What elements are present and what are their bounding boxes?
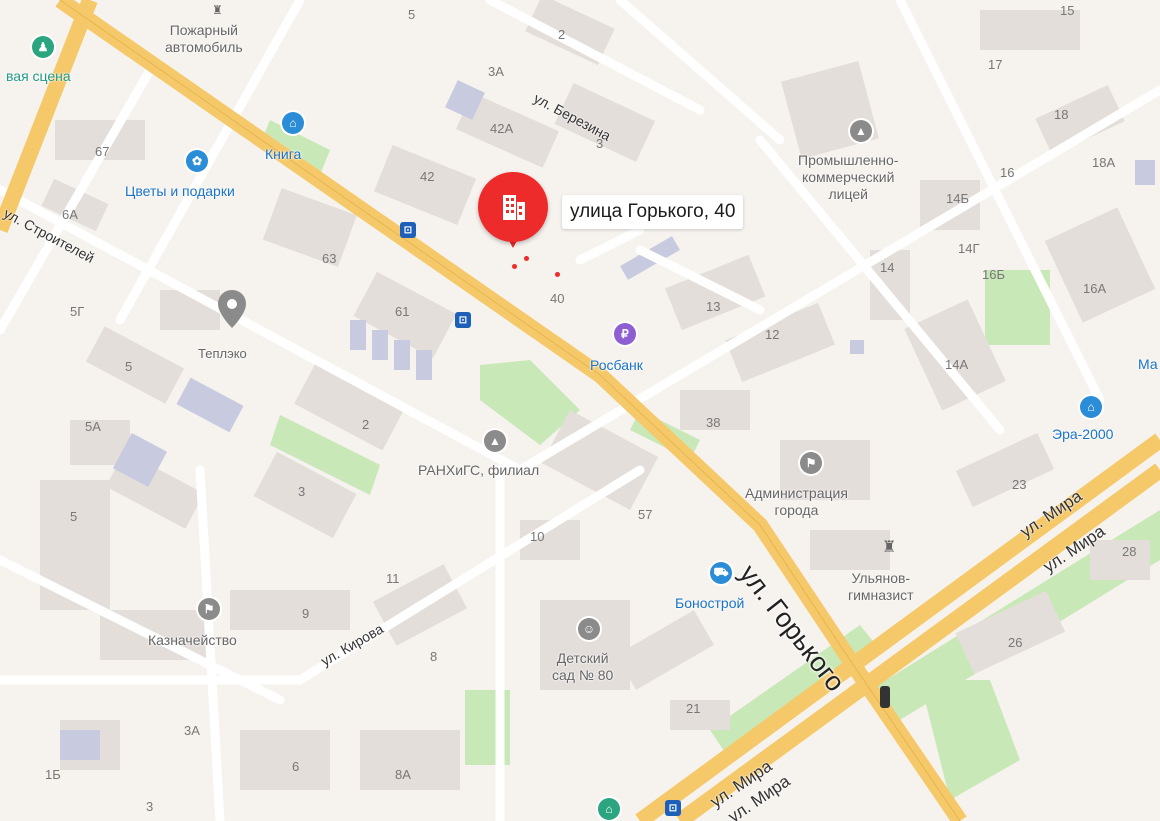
house-number: 2 bbox=[362, 417, 370, 432]
house-number: 8А bbox=[395, 767, 411, 782]
house-number: 40 bbox=[550, 291, 565, 306]
poi-label-cvety[interactable]: Цветы и подарки bbox=[125, 183, 235, 199]
poi-label-ranhigs[interactable]: РАНХиГС, филиал bbox=[418, 462, 540, 478]
house-number: 16А bbox=[1083, 281, 1107, 296]
house-number: 18 bbox=[1054, 107, 1069, 122]
poi-label-detsad[interactable]: Детский сад № 80 bbox=[552, 650, 614, 683]
house-number: 67 bbox=[95, 144, 110, 159]
flag-icon[interactable]: ⚑ bbox=[800, 452, 822, 474]
monument-icon: ♜ bbox=[212, 3, 223, 17]
house-number: 12 bbox=[765, 327, 780, 342]
poi-label-ma[interactable]: Ма bbox=[1138, 356, 1158, 372]
house-number: 16 bbox=[1000, 165, 1015, 180]
house-number: 3 bbox=[596, 136, 604, 151]
house-number: 63 bbox=[322, 251, 337, 266]
house-number: 15 bbox=[1060, 3, 1075, 18]
poi-label-ulyanov[interactable]: Ульянов- гимназист bbox=[848, 570, 914, 603]
theatre-icon[interactable]: ♟ bbox=[32, 36, 54, 58]
house-number: 5 bbox=[70, 509, 78, 524]
house-number: 16Б bbox=[982, 267, 1005, 282]
shop-bag-icon[interactable]: ⌂ bbox=[1080, 396, 1102, 418]
building-icon bbox=[503, 195, 525, 220]
house-number: 17 bbox=[988, 57, 1003, 72]
kindergarten-icon[interactable]: ☺ bbox=[578, 618, 600, 640]
house-number: 13 bbox=[706, 299, 721, 314]
house-number: 3 bbox=[146, 799, 154, 814]
bus-stop-icon[interactable]: ⊡ bbox=[400, 222, 416, 238]
house-number: 18А bbox=[1092, 155, 1116, 170]
house-number: 14А bbox=[945, 357, 969, 372]
education-icon[interactable]: ▲ bbox=[484, 430, 506, 452]
house-number: 1Б bbox=[45, 767, 61, 782]
house-number: 5Г bbox=[70, 304, 85, 319]
cart-icon[interactable]: ⛟ bbox=[710, 562, 732, 584]
house-number: 10 bbox=[530, 529, 545, 544]
house-number: 28 bbox=[1122, 544, 1137, 559]
poi-label-bonostroy[interactable]: Боностpой bbox=[675, 595, 745, 611]
house-number: 2 bbox=[558, 27, 566, 42]
poi-label-admin[interactable]: Администрация города bbox=[745, 485, 848, 518]
house-number: 5 bbox=[408, 7, 416, 22]
house-number: 42А bbox=[490, 121, 514, 136]
shop-bag-icon[interactable]: ⌂ bbox=[282, 112, 304, 134]
poi-label-kaznach[interactable]: Казначейство bbox=[148, 632, 237, 648]
marker-dot bbox=[512, 264, 517, 269]
marker-head bbox=[478, 172, 548, 242]
selected-place-marker[interactable] bbox=[478, 172, 548, 262]
house-number: 26 bbox=[1008, 635, 1023, 650]
poi-label-licey[interactable]: Промышленно- коммерческий лицей bbox=[798, 152, 899, 202]
house-number: 42 bbox=[420, 169, 435, 184]
house-number: 21 bbox=[686, 701, 701, 716]
house-number: 9 bbox=[302, 606, 310, 621]
monument-icon[interactable]: ♜ bbox=[882, 539, 897, 556]
poi-label-pozharny[interactable]: Пожарный автомобиль bbox=[165, 22, 243, 55]
house-number: 57 bbox=[638, 507, 653, 522]
location-pin-icon[interactable] bbox=[218, 290, 246, 328]
bank-icon[interactable]: ₽ bbox=[614, 323, 636, 345]
house-number: 23 bbox=[1012, 477, 1027, 492]
house-number: 3 bbox=[298, 484, 306, 499]
bus-stop-icon[interactable]: ⊡ bbox=[665, 800, 681, 816]
selected-place-title[interactable]: улица Горького, 40 bbox=[562, 195, 744, 229]
flag-icon[interactable]: ⚑ bbox=[198, 598, 220, 620]
poi-label-kniga[interactable]: Книга bbox=[265, 146, 302, 162]
marker-dot bbox=[524, 256, 529, 261]
house-number: 5А bbox=[85, 419, 101, 434]
poi-label-rosbank[interactable]: Росбанк bbox=[590, 357, 643, 373]
house-number: 61 bbox=[395, 304, 410, 319]
house-number: 5 bbox=[125, 359, 133, 374]
house-number: 6 bbox=[292, 759, 300, 774]
house-number: 3А bbox=[488, 64, 504, 79]
bus-stop-icon[interactable]: ⊡ bbox=[455, 312, 471, 328]
house-number: 3А bbox=[184, 723, 200, 738]
house-number: 8 bbox=[430, 649, 438, 664]
house-number: 38 bbox=[706, 415, 721, 430]
museum-icon[interactable]: ⌂ bbox=[598, 798, 620, 820]
marker-dot bbox=[555, 272, 560, 277]
house-number: 14 bbox=[880, 260, 895, 275]
flower-icon[interactable]: ✿ bbox=[186, 150, 208, 172]
house-number: 14Б bbox=[946, 191, 969, 206]
education-icon[interactable]: ▲ bbox=[850, 120, 872, 142]
house-number: 11 bbox=[386, 571, 400, 586]
poi-label-scena[interactable]: вая сцена bbox=[6, 68, 71, 84]
poi-label-teplo[interactable]: Теплэко bbox=[198, 346, 247, 361]
poi-label-era[interactable]: Эра-2000 bbox=[1052, 426, 1114, 442]
house-number: 6А bbox=[62, 207, 78, 222]
traffic-light-icon bbox=[880, 686, 890, 708]
house-number: 14Г bbox=[958, 241, 980, 256]
